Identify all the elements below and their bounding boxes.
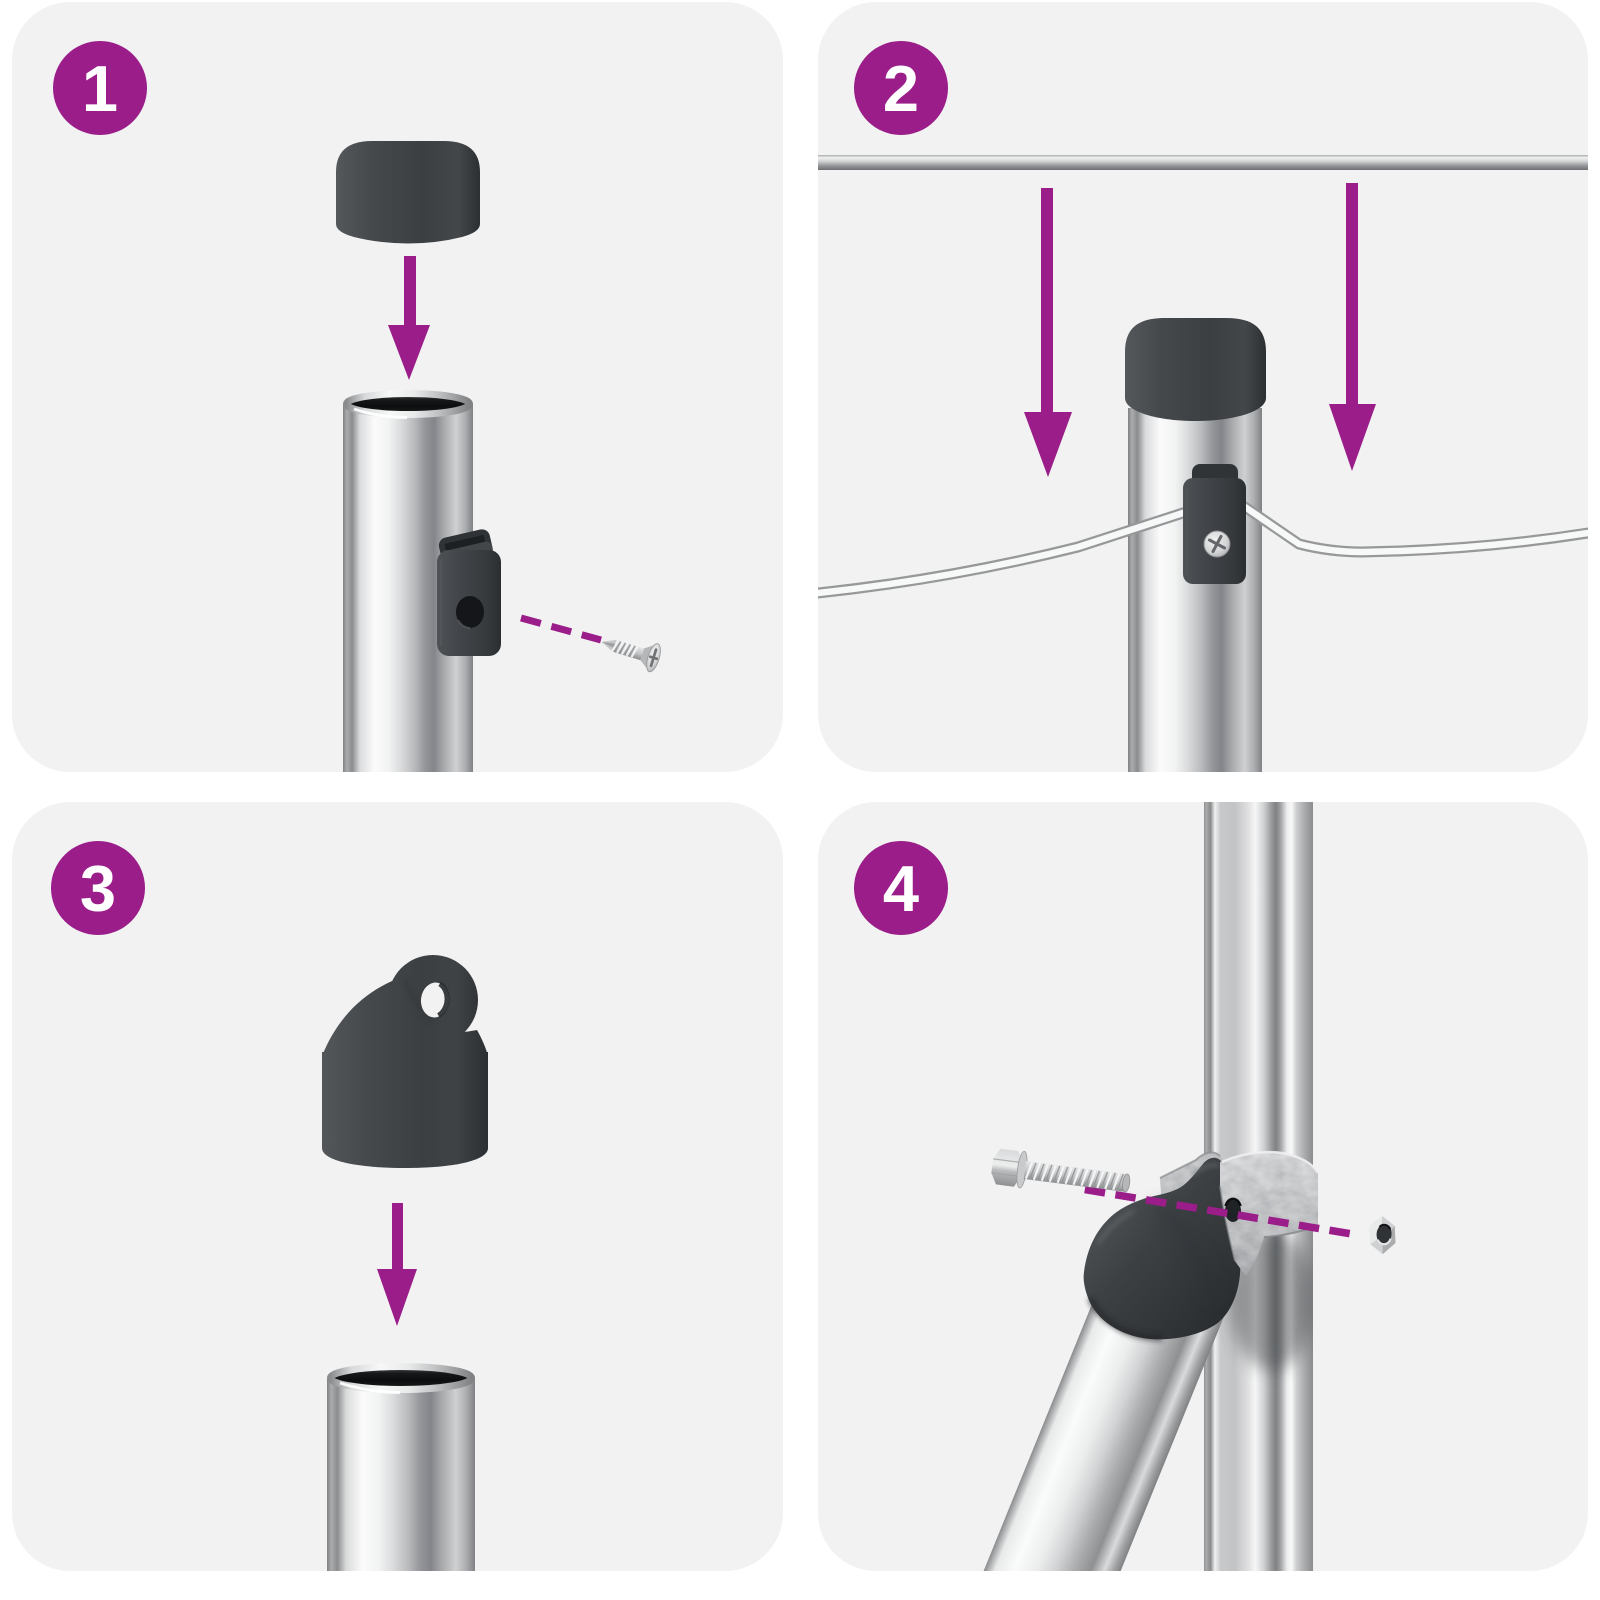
step-number: 1 <box>82 52 118 125</box>
panel-step-4: 4 <box>818 802 1588 1571</box>
hex-nut-icon <box>1369 1215 1396 1255</box>
panel-3-background <box>12 802 783 1571</box>
post-tube-icon <box>343 390 473 772</box>
dashed-guide-line <box>520 614 602 644</box>
down-arrow-icon <box>377 1203 417 1326</box>
screw-icon <box>601 639 661 673</box>
panel-step-2: 2 <box>818 2 1588 772</box>
post-cap-icon <box>1125 318 1266 421</box>
dashed-guide-line <box>1084 1185 1359 1239</box>
panel-step-3: 3 <box>12 802 783 1571</box>
step-number: 4 <box>883 852 919 925</box>
clamp-band-icon <box>1219 1150 1320 1276</box>
step-badge-1: 1 <box>53 41 147 135</box>
down-arrow-icon <box>388 256 430 380</box>
brace-tube-icon <box>903 1250 1232 1571</box>
panel-step-1: 1 <box>12 2 783 772</box>
bolt-hole-icon <box>1224 1197 1242 1222</box>
hex-bolt-icon <box>991 1148 1131 1193</box>
post-tube-icon <box>327 1363 475 1571</box>
eyelet-cap-icon <box>322 955 488 1168</box>
down-arrow-right-icon <box>1329 183 1376 471</box>
wire-clamp-icon <box>437 529 501 656</box>
step-badge-4: 4 <box>854 841 948 935</box>
post-cap-icon <box>336 141 480 244</box>
down-arrow-left-icon <box>1024 188 1072 477</box>
step-badge-2: 2 <box>854 41 948 135</box>
brace-elbow-icon <box>1083 1157 1241 1342</box>
step-number: 2 <box>883 52 919 125</box>
post-icon <box>1128 408 1262 772</box>
step-badge-3: 3 <box>51 841 145 935</box>
tension-wire-top-icon <box>818 155 1588 170</box>
panel-1-background <box>12 2 783 772</box>
wire-clamp-icon <box>1183 464 1246 584</box>
tension-wire-lower-icon <box>818 501 1588 599</box>
step-number: 3 <box>80 852 116 925</box>
